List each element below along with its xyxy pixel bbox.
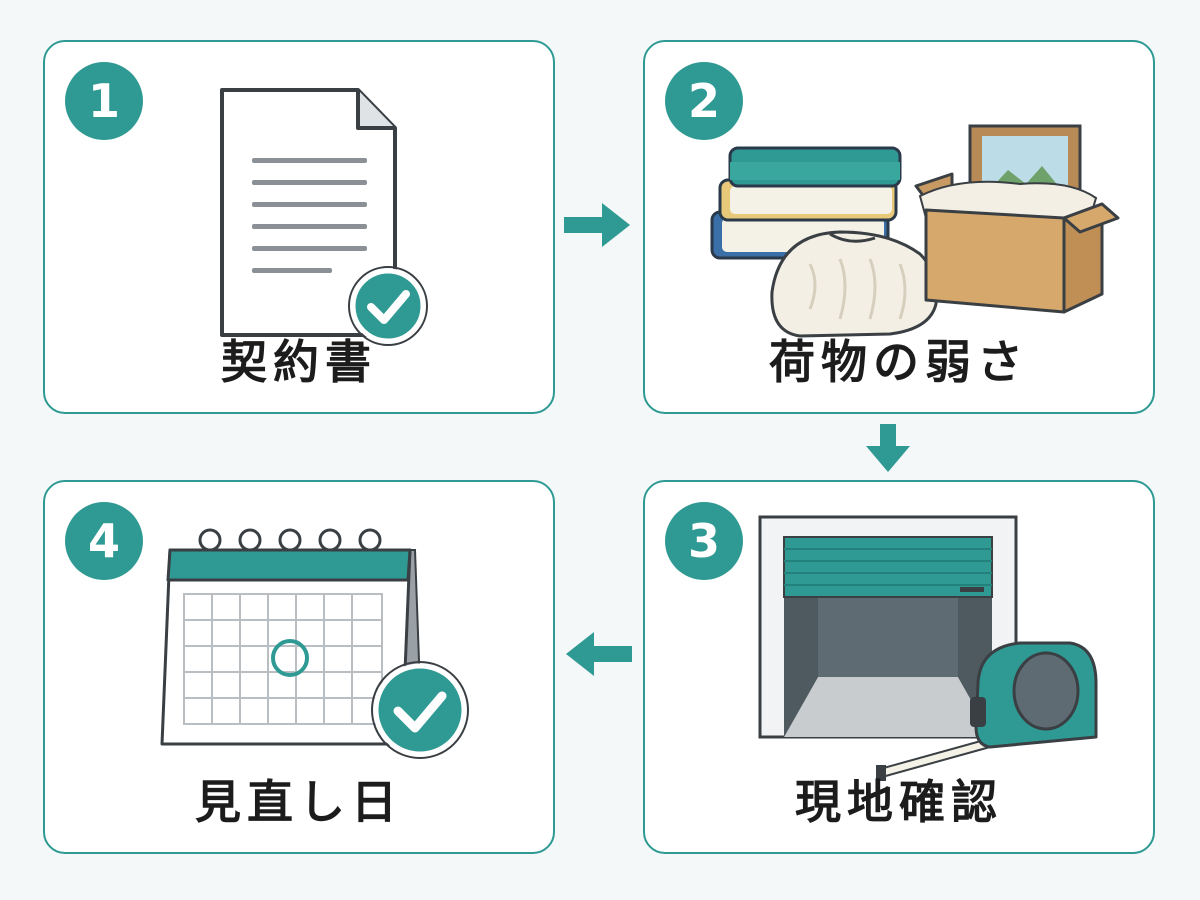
- document-check-icon: [220, 88, 428, 346]
- storage-unit-tape-measure-icon: [758, 515, 1098, 781]
- step-number-badge: 2: [665, 62, 743, 140]
- step-label: 現地確認: [795, 775, 1003, 829]
- step-number-badge: 4: [65, 502, 143, 580]
- storage-unit-icon: [758, 515, 1018, 739]
- sweater-icon: [770, 230, 939, 338]
- step-card-review-date: 4 見直し日: [43, 480, 555, 854]
- step-number-badge: 1: [65, 62, 143, 140]
- arrow-left-icon: [566, 632, 632, 676]
- step-card-site-check: 3 現地確認: [643, 480, 1155, 854]
- step-number-badge: 3: [665, 502, 743, 580]
- belongings-box-icon: [710, 124, 1120, 338]
- cardboard-box-icon: [914, 124, 1120, 314]
- step-card-belongings: 2 荷物の弱さ: [643, 40, 1155, 414]
- books-icon: [710, 146, 902, 260]
- arrow-right-icon: [564, 203, 630, 247]
- tape-measure-icon: [876, 641, 1098, 781]
- arrow-down-icon: [866, 424, 910, 472]
- step-label: 見直し日: [195, 775, 403, 829]
- step-card-contract: 1 契約書: [43, 40, 555, 414]
- step-label: 荷物の弱さ: [769, 335, 1029, 389]
- step-label: 契約書: [221, 335, 377, 389]
- calendar-check-icon: [160, 528, 469, 759]
